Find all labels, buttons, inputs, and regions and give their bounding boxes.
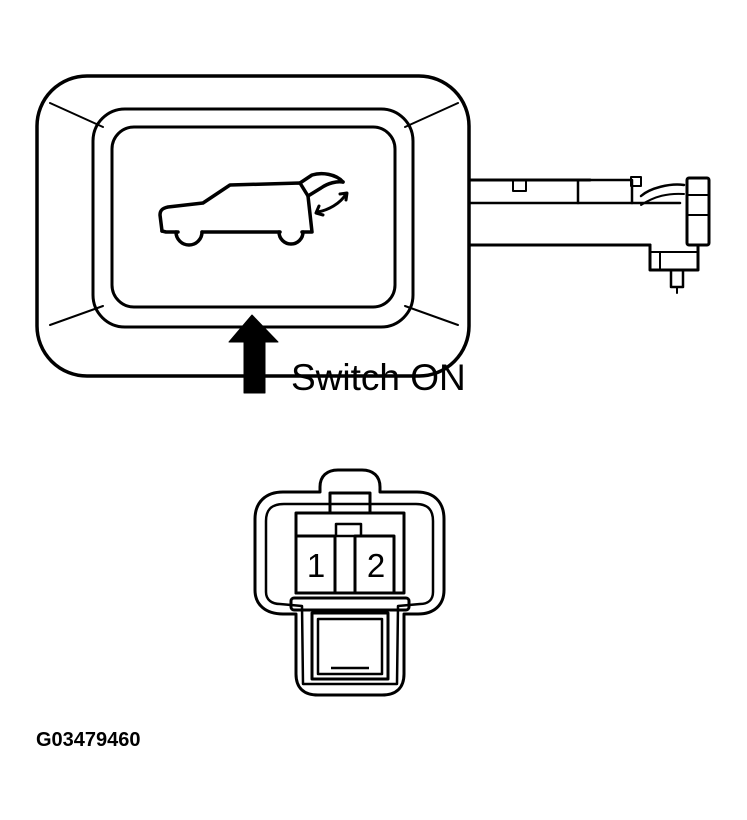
switch-push-face [110,125,397,309]
connector-face [253,468,446,697]
pin-2-box [353,534,396,595]
connector-outer-shell [253,468,446,697]
connector-inner-lining [264,502,435,686]
connector-key-notch [328,491,372,513]
vehicle-back-door-icon [158,171,345,247]
connector-lock-bar [289,596,411,612]
figure-id: G03479460 [36,729,141,751]
arrow-up-icon [228,314,279,394]
switch-connector-stem [467,176,711,294]
curved-double-arrow-icon [314,191,349,217]
switch-assembly [35,74,711,394]
connector-latch-tab [310,611,390,681]
switch-on-label: Switch ON [291,357,466,398]
pin-1-label: 1 [307,547,325,584]
pin-1-box [294,534,337,595]
switch-bevel [91,107,415,329]
pin-2-label: 2 [367,547,385,584]
